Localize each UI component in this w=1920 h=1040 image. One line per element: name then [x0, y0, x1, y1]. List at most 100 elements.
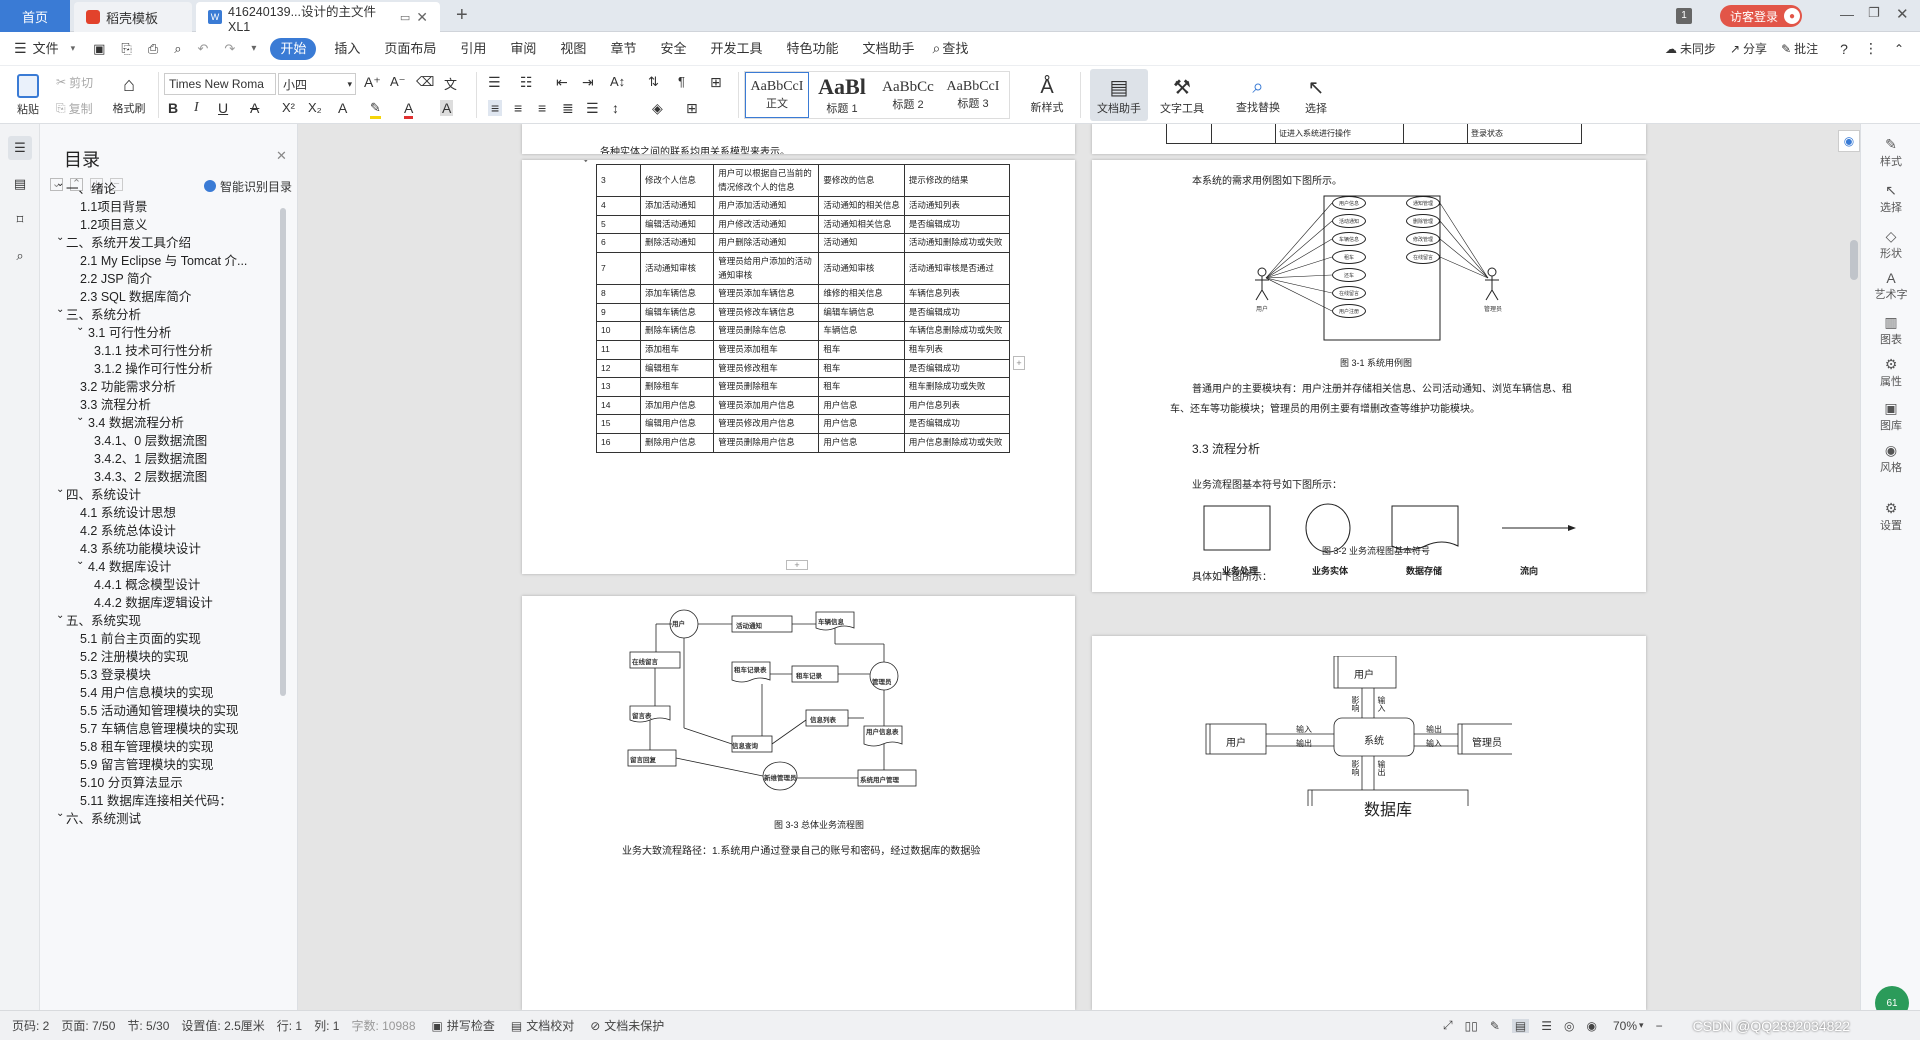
toc-item[interactable]: 5.9 留言管理模块的实现	[80, 758, 214, 772]
table-cell[interactable]: 活动通知相关信息	[818, 214, 905, 235]
table-cell[interactable]: 提示修改的结果	[903, 163, 1011, 198]
table-cell[interactable]: 16	[596, 432, 641, 453]
toc-scrollbar[interactable]	[280, 208, 286, 696]
redo-icon[interactable]: ↷	[224, 40, 236, 56]
table-cell[interactable]: 添加用户信息	[639, 395, 715, 416]
help-icon[interactable]: ?	[1840, 40, 1848, 57]
menu-file[interactable]: 文件	[32, 40, 59, 56]
menu-security[interactable]: 安全	[660, 40, 687, 56]
table-cell[interactable]: 11	[596, 339, 641, 360]
toc-item[interactable]: 3.2 功能需求分析	[80, 380, 176, 394]
close-window-icon[interactable]: ✕	[1896, 6, 1909, 23]
table-cell[interactable]: 编辑车辆信息	[639, 302, 715, 323]
status-col[interactable]: 列: 1	[314, 1019, 340, 1033]
toc-item[interactable]: 1.2项目意义	[80, 218, 148, 232]
bold-icon[interactable]: B	[168, 100, 179, 116]
print-icon[interactable]: ⎙	[147, 40, 159, 56]
status-section[interactable]: 节: 5/30	[127, 1019, 170, 1033]
borders-icon[interactable]: ⊞	[686, 100, 698, 116]
toc-item[interactable]: 5.10 分页算法显示	[80, 776, 183, 790]
outdent-icon[interactable]: ⇤	[556, 74, 568, 90]
table-cell[interactable]: 租车	[818, 339, 905, 360]
table-cell[interactable]: 管理员添加租车	[713, 339, 820, 360]
table-cell[interactable]: 修改个人信息	[639, 163, 715, 198]
menu-home[interactable]: 开始	[270, 37, 317, 60]
toc-expand-icon[interactable]: ⌄	[56, 610, 65, 621]
find-panel-icon[interactable]: ⌕	[16, 248, 24, 263]
toc-item[interactable]: 五、系统实现	[66, 614, 142, 628]
toc-item[interactable]: 5.8 租车管理模块的实现	[80, 740, 214, 754]
table-cell[interactable]: 活动通知审核是否通过	[903, 251, 1011, 286]
table-cell[interactable]: 删除租车	[639, 377, 715, 397]
toc-expand-icon[interactable]: ⌄	[56, 304, 65, 315]
menu-insert[interactable]: 插入	[334, 40, 361, 56]
strikethrough-icon[interactable]: A	[250, 100, 260, 116]
table-cell[interactable]: 管理员添加车辆信息	[713, 284, 820, 304]
tab-monitor-icon[interactable]: ▭	[399, 11, 411, 24]
menu-search[interactable]: 查找	[942, 40, 969, 56]
table-cell[interactable]: 9	[596, 302, 641, 323]
bullets-icon[interactable]: ☰	[488, 74, 501, 90]
toc-expand-icon[interactable]: ⌄	[56, 178, 65, 189]
table-cell[interactable]: 租车列表	[903, 339, 1011, 360]
show-marks-icon[interactable]: ¶	[678, 74, 685, 89]
table-move-handle-icon[interactable]: ✥	[582, 160, 590, 165]
table-cell[interactable]: 车辆信息	[818, 321, 905, 341]
add-tab-button[interactable]: +	[456, 4, 468, 26]
table-cell[interactable]: 管理员删除租车	[713, 377, 820, 397]
write-mode-icon[interactable]: ✎	[1489, 1018, 1500, 1033]
format-painter-button[interactable]: ⌂ 格式刷	[108, 70, 150, 120]
tab-count-badge[interactable]: 1	[1676, 8, 1692, 24]
menu-view[interactable]: 视图	[560, 40, 587, 56]
cut-button[interactable]: ✂剪切	[56, 72, 93, 92]
style-heading1[interactable]: AaBl 标题 1	[809, 72, 875, 118]
toc-icon[interactable]: ☰	[8, 136, 32, 160]
table-cell[interactable]: 用户信息	[818, 414, 905, 434]
sort-icon[interactable]: ⇅	[648, 74, 659, 89]
eye-protect-icon[interactable]: ◉	[1586, 1018, 1597, 1033]
toc-item[interactable]: 5.3 登录模块	[80, 668, 151, 682]
sync-status[interactable]: 未同步	[1679, 42, 1716, 56]
font-effect-icon[interactable]: A	[338, 100, 348, 116]
table-cell[interactable]: 活动通知审核	[818, 251, 905, 286]
table-cell[interactable]: 是否编辑成功	[903, 358, 1011, 379]
table-cell[interactable]: 6	[596, 233, 641, 253]
phonetic-icon[interactable]: 文	[444, 77, 458, 92]
status-page[interactable]: 页面: 7/50	[61, 1019, 116, 1033]
right-rail-item[interactable]: ⚙属性	[1861, 356, 1920, 389]
table-cell[interactable]: 15	[596, 414, 641, 434]
toc-item[interactable]: 1.1项目背景	[80, 200, 148, 214]
toc-expand-icon[interactable]: ⌄	[76, 556, 85, 567]
font-name-select[interactable]: Times New Roma	[164, 73, 276, 95]
table-cell[interactable]: 活动通知	[818, 233, 905, 253]
expand-all-icon[interactable]: ⌄	[50, 178, 63, 191]
toc-item[interactable]: 4.4.1 概念模型设计	[94, 578, 201, 592]
table-cell[interactable]: 12	[596, 358, 641, 379]
web-view-icon[interactable]: ◎	[1564, 1018, 1575, 1033]
save-icon[interactable]: ▣	[93, 40, 106, 56]
char-shading-icon[interactable]: A	[440, 100, 454, 116]
select-button[interactable]: ↖ 选择	[1294, 70, 1338, 120]
more-options-icon[interactable]: ⋮	[1863, 40, 1878, 56]
numbering-icon[interactable]: ☷	[520, 74, 533, 90]
underline-icon[interactable]: U	[218, 100, 229, 116]
status-protect[interactable]: 文档未保护	[604, 1019, 665, 1033]
table-cell[interactable]: 用户信息	[818, 395, 905, 416]
table-cell[interactable]: 删除活动通知	[639, 233, 715, 253]
table-cell[interactable]: 要修改的信息	[818, 163, 905, 198]
table-cell[interactable]: 车辆信息删除成功或失败	[903, 321, 1011, 341]
comment-button[interactable]: 批注	[1794, 42, 1819, 56]
bookmark-icon[interactable]: ⌑	[16, 212, 24, 227]
toc-item[interactable]: 4.4.2 数据库逻辑设计	[94, 596, 213, 610]
table-cell[interactable]: 管理员删除车信息	[713, 321, 820, 341]
toc-item[interactable]: 4.2 系统总体设计	[80, 524, 176, 538]
table-cell[interactable]: 用户信息删除成功或失败	[903, 432, 1011, 453]
superscript-icon[interactable]: X²	[282, 100, 295, 115]
toc-item[interactable]: 5.5 活动通知管理模块的实现	[80, 704, 239, 718]
right-rail-item[interactable]: ✎样式	[1861, 136, 1920, 169]
toc-item[interactable]: 5.2 注册模块的实现	[80, 650, 189, 664]
toc-item[interactable]: 3.4 数据流程分析	[88, 416, 184, 430]
hamburger-icon[interactable]: ☰	[14, 40, 27, 56]
status-page-code[interactable]: 页码: 2	[12, 1019, 50, 1033]
toc-item[interactable]: 3.3 流程分析	[80, 398, 151, 412]
